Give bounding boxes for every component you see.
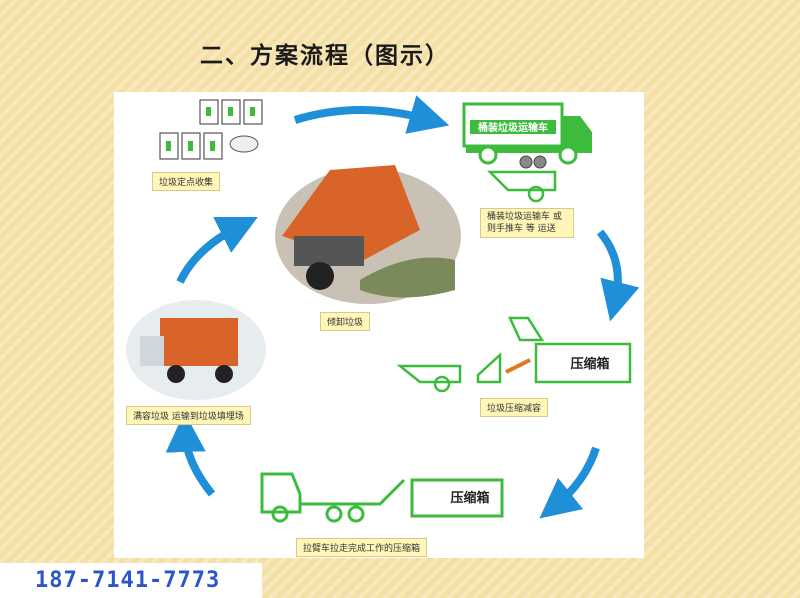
compression-box-label-2: 压缩箱 [450,490,489,506]
step-label-compress: 垃圾压缩减容 [480,398,548,417]
compression-station-icon [400,318,630,391]
garbage-dump-photo [275,165,461,304]
phone-number: 187-7141-7773 [0,563,262,598]
compression-box-label: 压缩箱 [570,356,609,372]
flow-arrow-1 [295,110,430,120]
step-label-collect: 垃圾定点收集 [152,172,220,191]
step-label-landfill: 满容垃圾 运输到垃圾填埋场 [126,406,251,425]
step-label-transport: 桶装垃圾运输车 或则手推车 等 运送 [480,208,574,238]
step-label-hook: 拉臂车拉走完成工作的压缩箱 [296,538,427,557]
truck-side-label: 桶装垃圾运输车 [477,121,548,134]
flow-arrow-3 [555,448,596,506]
flow-arrow-4 [185,432,212,494]
step-label-dump: 倾卸垃圾 [320,312,370,331]
landfill-truck-photo [126,300,266,400]
trash-bins-icon [160,100,262,159]
hand-cart-icon [490,156,555,201]
flow-arrow-5 [180,226,240,282]
flow-arrow-2 [600,232,618,302]
